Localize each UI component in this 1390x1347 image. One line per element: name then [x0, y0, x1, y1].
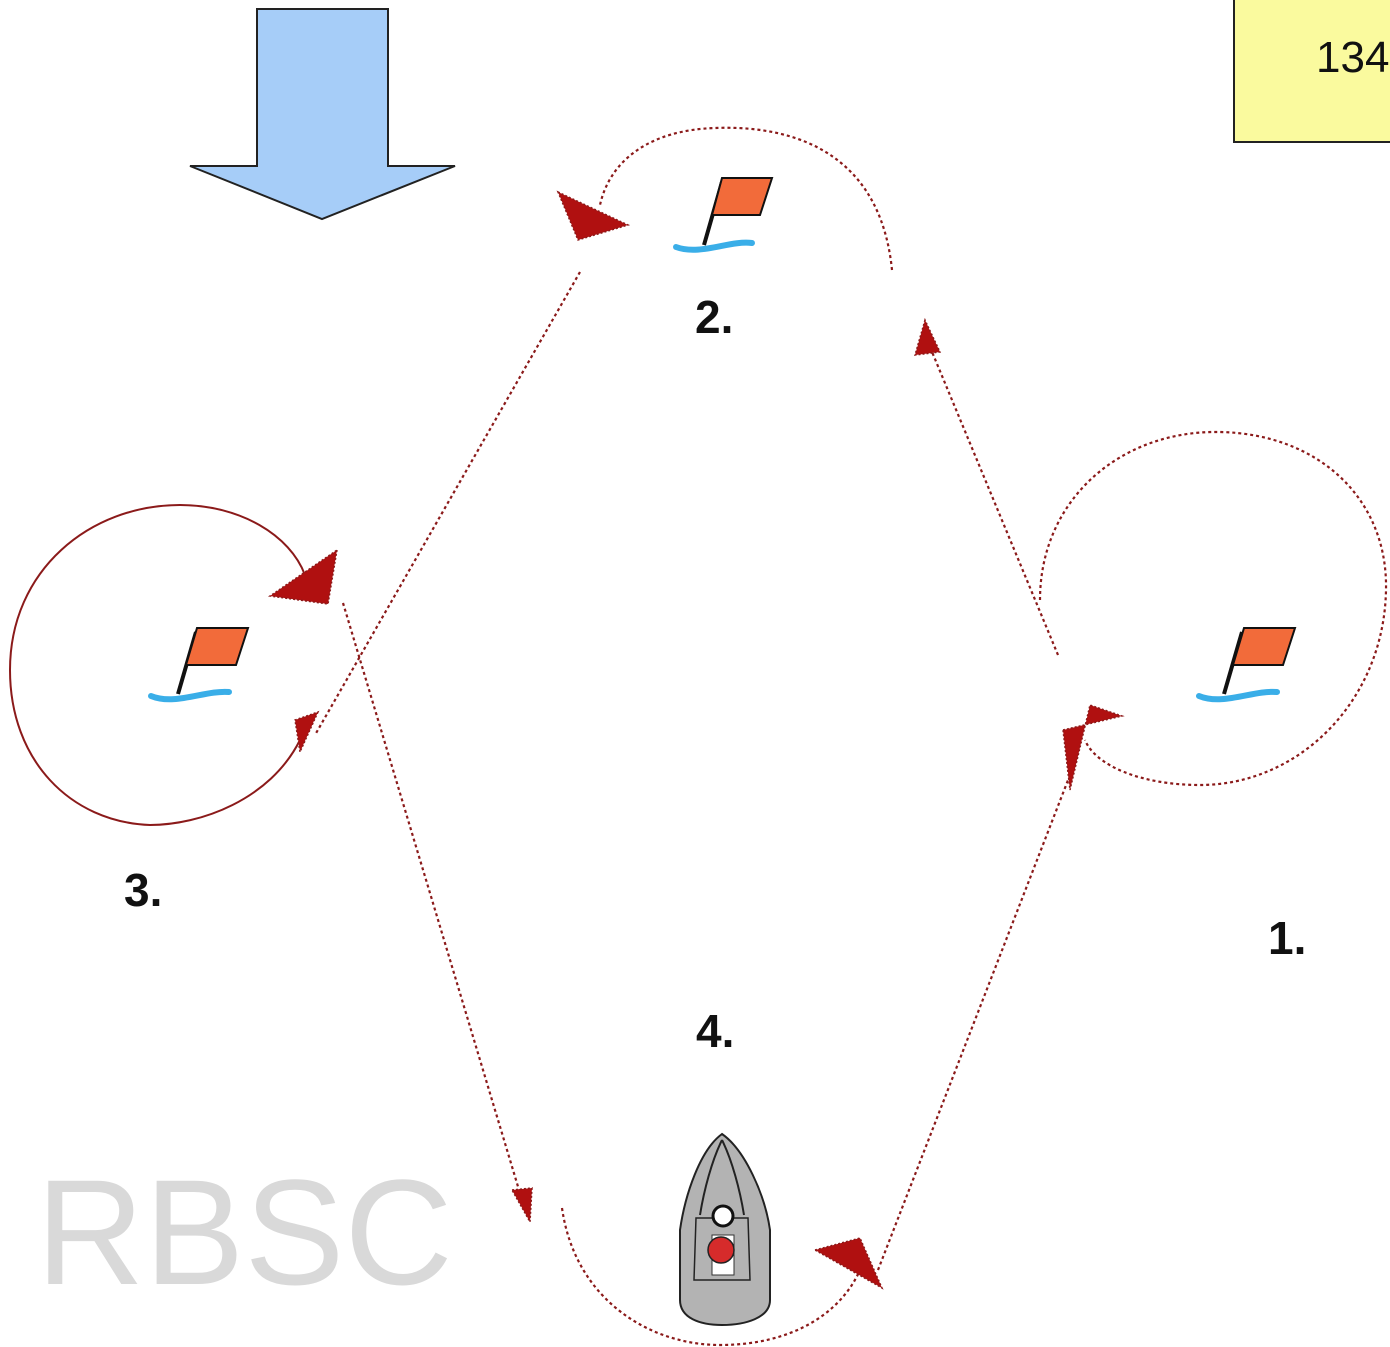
arrowhead — [813, 1237, 884, 1290]
boat-icon — [679, 1132, 771, 1327]
direction-arrowheads — [267, 190, 1125, 1290]
path-loop-mark-4 — [560, 1207, 862, 1347]
wind-direction-arrow-icon — [189, 8, 456, 221]
path-loop-mark-1 — [1038, 430, 1388, 787]
steering-wheel-icon — [711, 1204, 735, 1228]
arrowhead — [294, 710, 320, 755]
mark-label-2: 2. — [695, 291, 733, 343]
buoy-flag-icon — [1196, 627, 1297, 703]
arrowhead — [556, 190, 631, 241]
motor-icon — [707, 1236, 735, 1264]
mark-label-4: 4. — [696, 1005, 734, 1057]
path-loop-mark-2 — [598, 126, 894, 271]
arrowhead — [1062, 704, 1125, 791]
arrowhead — [510, 1187, 533, 1225]
course-paths — [8, 126, 1388, 1347]
watermark: RBSC — [36, 1148, 453, 1316]
page-number: 134 — [1316, 33, 1389, 82]
mark-label-3: 3. — [124, 864, 162, 916]
path-leg-4-to-1 — [876, 774, 1072, 1271]
path-leg-1-to-2 — [923, 334, 1060, 656]
buoy-flag-icon — [673, 177, 774, 253]
path-loop-mark-3 — [8, 503, 306, 827]
page-number-box: 134 — [1233, 0, 1390, 143]
path-leg-2-to-3 — [314, 271, 581, 736]
arrowhead — [913, 317, 942, 356]
path-leg-3-to-4 — [341, 602, 527, 1211]
arrowhead — [267, 548, 339, 605]
buoy-flag-icon — [148, 627, 250, 703]
mark-label-1: 1. — [1268, 912, 1306, 964]
